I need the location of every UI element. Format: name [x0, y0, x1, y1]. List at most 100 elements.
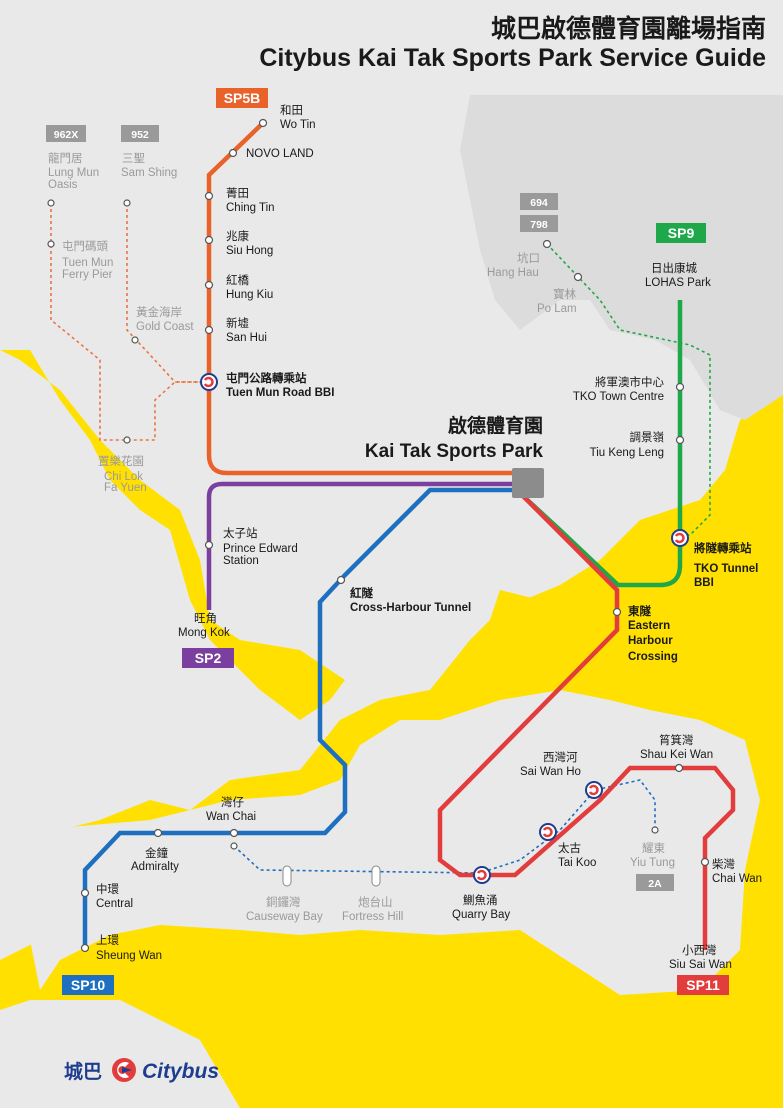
label-fortress-hill-en: Fortress Hill: [342, 911, 403, 923]
causeway-bay-stop: [282, 865, 292, 887]
badge-sp10: SP10: [62, 975, 114, 995]
label-causeway-bay-en: Causeway Bay: [246, 911, 323, 923]
svg-text:2A: 2A: [648, 878, 662, 890]
badge-962x: 962X: [46, 125, 86, 142]
route-sp2-line: [206, 481, 522, 610]
tko-bbi-icon: [671, 529, 689, 547]
label-mong-kok-en: Mong Kok: [178, 627, 230, 639]
route-694-798-line: [546, 243, 711, 536]
label-tko-bbi-zh: 將隧轉乘站: [694, 541, 752, 555]
label-causeway-bay-zh: 銅鑼灣: [266, 895, 301, 909]
label-sam-shing-en: Sam Shing: [121, 167, 177, 179]
route-sp10-line: [82, 487, 522, 948]
label-siu-sai-wan-en: Siu Sai Wan: [669, 959, 732, 971]
label-lung-mun-en2: Oasis: [48, 179, 78, 191]
svg-text:952: 952: [131, 129, 149, 141]
label-gold-coast-zh: 黃金海岸: [136, 305, 182, 319]
label-central-zh: 中環: [96, 882, 119, 896]
label-skw-zh: 筲箕灣: [659, 733, 694, 747]
svg-text:SP11: SP11: [686, 977, 720, 993]
label-tai-koo-zh: 太古: [558, 841, 581, 855]
label-wan-chai-zh: 灣仔: [221, 795, 244, 809]
label-sheung-wan-zh: 上環: [96, 933, 119, 947]
stop-labels: 和田 Wo Tin NOVO LAND 菁田 Ching Tin 兆康 Siu …: [48, 103, 762, 971]
label-tm-ferry-zh: 屯門碼頭: [62, 239, 108, 253]
label-ehc-en3: Crossing: [628, 651, 678, 663]
label-tko-bbi-en2: BBI: [694, 577, 714, 589]
label-tko-bbi-en1: TKO Tunnel: [694, 563, 758, 575]
route-962x-line: [50, 203, 205, 441]
label-tko-tc-en: TKO Town Centre: [573, 391, 664, 403]
citybus-logo: 城巴 Citybus: [64, 1058, 219, 1083]
badge-sp9: SP9: [656, 223, 706, 243]
route-2a-line: [233, 779, 656, 874]
route-952-line: [126, 203, 205, 383]
label-hung-kiu-en: Hung Kiu: [226, 289, 273, 301]
label-skw-en: Shau Kei Wan: [640, 749, 713, 761]
label-quarry-bay-en: Quarry Bay: [452, 909, 510, 921]
logo-zh: 城巴: [64, 1060, 102, 1083]
logo-en: Citybus: [142, 1060, 219, 1083]
badge-sp2: SP2: [182, 648, 234, 668]
label-chi-lok-zh: 置樂花園: [98, 454, 144, 468]
label-admiralty-zh: 金鐘: [145, 846, 168, 860]
label-po-lam-zh: 寶林: [553, 287, 576, 301]
label-novo-land: NOVO LAND: [246, 148, 314, 160]
label-tmr-bbi-en: Tuen Mun Road BBI: [226, 387, 334, 399]
label-sam-shing-zh: 三聖: [122, 151, 145, 165]
label-san-hui-zh: 新墟: [226, 316, 249, 330]
tai-koo-interchange-icon: [539, 823, 557, 841]
label-yiu-tung-en: Yiu Tung: [630, 857, 675, 869]
label-lung-mun-en1: Lung Mun: [48, 167, 99, 179]
label-chi-lok-en1: Chi Lok: [104, 471, 143, 483]
kai-tak-hub-marker: [512, 468, 544, 498]
sai-wan-ho-interchange-icon: [585, 781, 603, 799]
label-lohas-en: LOHAS Park: [645, 277, 711, 289]
label-fortress-hill-zh: 炮台山: [358, 895, 393, 909]
svg-text:798: 798: [530, 219, 548, 231]
label-ehc-zh: 東隧: [628, 604, 651, 618]
label-prince-edward-zh: 太子站: [223, 526, 258, 540]
fortress-hill-stop: [371, 865, 381, 887]
badge-sp5b: SP5B: [216, 88, 268, 108]
label-lohas-zh: 日出康城: [651, 261, 697, 275]
label-wan-chai-en: Wan Chai: [206, 811, 256, 823]
label-tmr-bbi-zh: 屯門公路轉乘站: [226, 371, 307, 385]
svg-text:SP5B: SP5B: [224, 90, 261, 106]
badge-694: 694: [520, 193, 558, 210]
label-ching-tin-en: Ching Tin: [226, 202, 275, 214]
citybus-logo-icon: [112, 1058, 136, 1082]
label-chai-wan-zh: 柴灣: [712, 857, 735, 871]
label-prince-edward-en1: Prince Edward: [223, 543, 298, 555]
route-sp11-line: [437, 493, 736, 950]
badge-798: 798: [520, 215, 558, 232]
svg-text:694: 694: [530, 197, 548, 209]
title-en: Citybus Kai Tak Sports Park Service Guid…: [259, 44, 766, 72]
label-san-hui-en: San Hui: [226, 332, 267, 344]
label-tm-ferry-en1: Tuen Mun: [62, 257, 113, 269]
label-sai-wan-ho-en: Sai Wan Ho: [520, 766, 581, 778]
label-central-en: Central: [96, 898, 133, 910]
svg-text:SP2: SP2: [195, 650, 222, 666]
label-sheung-wan-en: Sheung Wan: [96, 950, 162, 962]
route-sp9-line: [520, 300, 683, 588]
label-mong-kok-zh: 旺角: [194, 611, 217, 625]
label-hang-hau-zh: 坑口: [517, 251, 540, 265]
route-sp5b-line: [206, 121, 522, 476]
hub-zh: 啟德體育園: [448, 414, 543, 437]
label-chi-lok-en2: Fa Yuen: [104, 482, 147, 494]
label-ehc-en1: Eastern: [628, 620, 670, 632]
svg-text:SP9: SP9: [668, 225, 695, 241]
label-sai-wan-ho-zh: 西灣河: [543, 750, 578, 764]
hub-en: Kai Tak Sports Park: [365, 441, 544, 462]
label-tkl-en: Tiu Keng Leng: [590, 447, 664, 459]
label-ehc-en2: Harbour: [628, 635, 673, 647]
label-tai-koo-en: Tai Koo: [558, 857, 596, 869]
stop-dots: [47, 118, 710, 953]
label-admiralty-en: Admiralty: [131, 861, 179, 873]
label-cht-zh: 紅隧: [350, 586, 373, 600]
svg-text:962X: 962X: [54, 129, 79, 141]
label-tko-tc-zh: 將軍澳市中心: [595, 375, 664, 389]
